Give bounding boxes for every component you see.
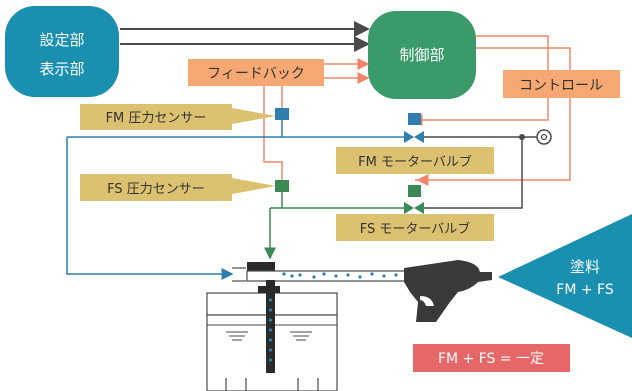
fm-motor-valve-box (336, 147, 494, 174)
inlet-port-inner (540, 133, 548, 141)
fs-valve-bowtie (404, 202, 414, 214)
inlet-port-icon (536, 129, 552, 145)
tank-legs (225, 378, 319, 391)
spray-gun-trigger (420, 296, 434, 306)
fm-valve-bowtie (404, 131, 414, 143)
control-line-fs (415, 47, 571, 181)
fs-sensor-icon (275, 180, 289, 192)
settings-display-line2: 表示部 (39, 60, 84, 78)
constant-box (413, 344, 570, 372)
fm-pressure-sensor-box (80, 104, 232, 130)
fm-flow-line-down (66, 137, 234, 280)
nozzle-tip (247, 262, 275, 272)
fm-motor-valve-label: FM モーターバルブ (358, 154, 472, 170)
fs-pressure-sensor-label: FS 圧力センサー (107, 182, 205, 197)
controller-box (368, 11, 476, 99)
feed-pipe-particles (268, 298, 273, 362)
control-label: コントロール (519, 78, 603, 94)
fm-sensor-pointer (232, 108, 276, 124)
fm-valve-bowtie-2 (414, 131, 424, 143)
feedback-label: フィードバック (207, 66, 305, 82)
feed-pipe-cap (258, 286, 280, 293)
fs-supply-line (424, 137, 523, 209)
feedback-box (188, 59, 324, 86)
paint-particles (282, 272, 398, 279)
output-line1: 塗料 (570, 258, 600, 276)
fs-pressure-sensor-box (80, 174, 232, 201)
spray-gun-icon (404, 260, 492, 322)
fs-sensor-pointer (232, 178, 276, 194)
settings-display-box (5, 6, 119, 97)
settings-display-line1: 設定部 (39, 31, 84, 49)
output-cone (498, 214, 632, 338)
liquid-level-marks (226, 331, 312, 341)
fm-sensor-icon (275, 108, 289, 120)
controller-label: 制御部 (399, 46, 444, 64)
fm-pressure-sensor-label: FM 圧力センサー (106, 111, 207, 126)
control-box (503, 70, 620, 98)
feed-pipe (266, 280, 275, 373)
fs-motor-valve-label: FS モーターバルブ (360, 221, 471, 237)
fs-motor-valve-icon (408, 185, 421, 197)
fs-motor-valve-box (336, 214, 494, 241)
fs-valve-bowtie-2 (414, 202, 424, 214)
output-line2: FM + FS (556, 282, 614, 298)
fm-motor-valve-icon (408, 113, 421, 125)
constant-label: FM + FS = 一定 (438, 351, 544, 367)
